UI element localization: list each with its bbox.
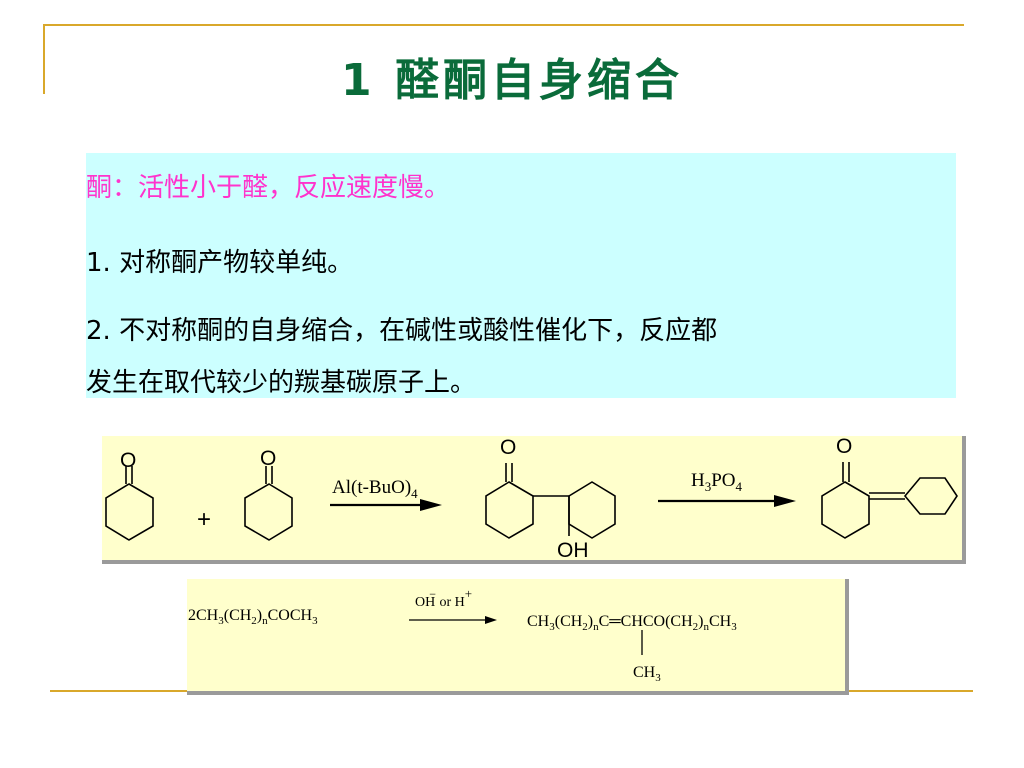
enone-product-ylidene-ring: [903, 477, 958, 515]
cyclohexanone-scheme-svg: O O O O + OH Al(t-BuO)4 H3PO4: [105, 435, 958, 562]
general-ketone-scheme: 2CH3(CH2)nCOCH3 OH− or H+ CH3(CH2)nC═CHC…: [187, 579, 849, 695]
carbonyl-o-3: O: [500, 436, 516, 459]
cyclohexanone-1-ring: [105, 483, 154, 541]
aldol-scheme-cyclohexanone: O O O O + OH Al(t-BuO)4 H3PO4: [102, 435, 966, 564]
carbonyl-o-4: O: [836, 435, 852, 458]
product-formula: CH3(CH2)nC═CHCO(CH2)nCH3: [527, 613, 737, 633]
point-2-continuation-line: 发生在取代较少的羰基碳原子上。: [86, 368, 477, 398]
ketone-reactivity-line: 酮：活性小于醛，反应速度慢。: [86, 173, 451, 203]
plus-sign: +: [197, 506, 211, 533]
explanation-box: 酮：活性小于醛，反应速度慢。 1. 对称酮产物较单纯。 2. 不对称酮的自身缩合…: [86, 153, 956, 398]
point-1-line: 1. 对称酮产物较单纯。: [86, 248, 354, 278]
reagent-phosphoric-acid: H3PO4: [691, 470, 743, 494]
point-2-line: 2. 不对称酮的自身缩合，在碱性或酸性催化下，反应都: [86, 316, 718, 346]
branch-methyl: CH3: [633, 664, 661, 684]
reaction-arrow-1-head: [420, 499, 442, 511]
general-ketone-scheme-svg: 2CH3(CH2)nCOCH3 OH− or H+ CH3(CH2)nC═CHC…: [188, 586, 737, 684]
frame-top-rule: [43, 24, 964, 26]
aldol-product-ketone-ring: [485, 481, 534, 539]
reaction-arrow-3-head: [485, 616, 497, 624]
reaction-arrow-2-head: [774, 495, 796, 507]
slide-title: 1 醛酮自身缩合: [341, 55, 683, 106]
reactant-formula: 2CH3(CH2)nCOCH3: [188, 607, 318, 627]
cyclohexanone-2-ring: [244, 483, 293, 541]
enone-product-ketone-ring: [821, 481, 870, 539]
carbonyl-o-2: O: [260, 447, 276, 470]
reaction-conditions: OH− or H+: [415, 586, 472, 610]
aldol-product-alcohol-ring: [568, 481, 616, 539]
carbonyl-o-1: O: [120, 449, 136, 472]
frame-left-rule: [43, 24, 45, 94]
hydroxyl-label: OH: [557, 539, 589, 562]
reagent-aluminium-tert-butoxide: Al(t-BuO)4: [332, 477, 418, 501]
